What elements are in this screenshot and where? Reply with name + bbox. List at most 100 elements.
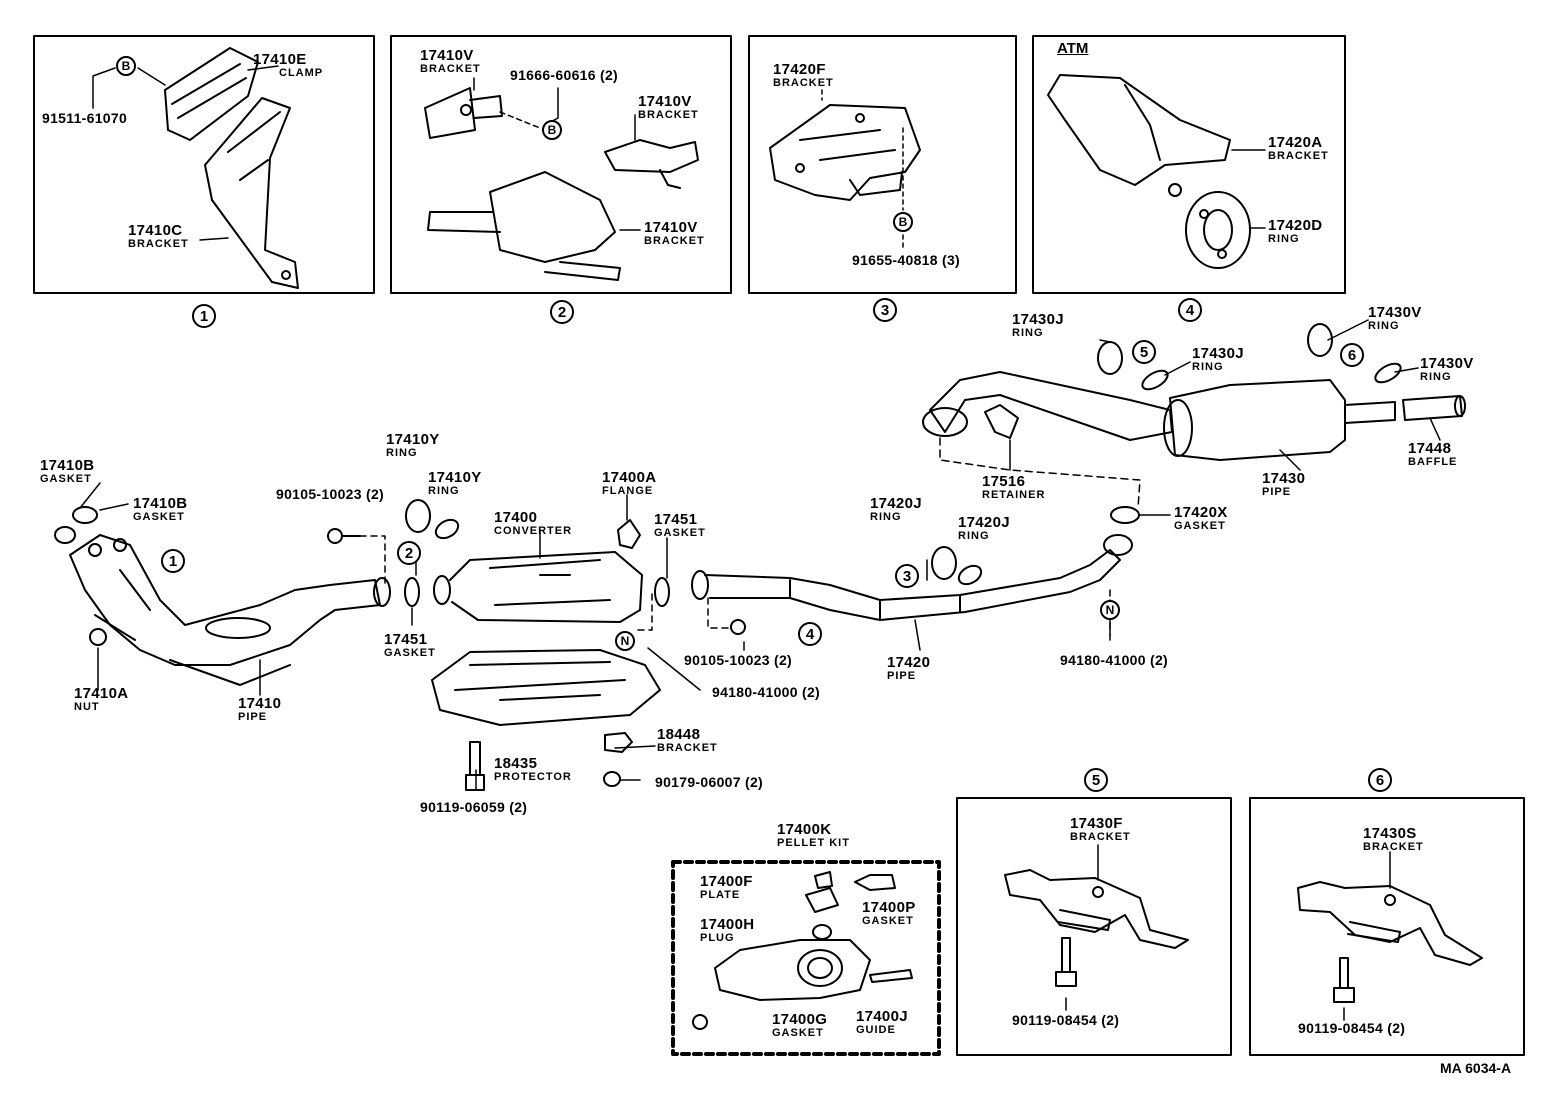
protector-18435-drawing: [431, 649, 661, 726]
panel-1-number: 1: [192, 304, 216, 328]
flange-17400a-drawing: [617, 519, 641, 549]
part-17410c-label: 17410C BRACKET: [128, 222, 189, 250]
panel-6-frame: [1249, 797, 1525, 1056]
ring-17420j-a-drawing: [931, 546, 957, 580]
pellet-kit-frame: [671, 860, 941, 1056]
part-90119-08454-panel6-label: 90119-08454 (2): [1298, 1020, 1406, 1036]
part-17410-pipe-label: 17410 PIPE: [238, 695, 282, 723]
ring-17430j-a-drawing: [1097, 341, 1123, 375]
part-90119-08454-panel5-label: 90119-08454 (2): [1012, 1012, 1120, 1028]
panel-3-number: 3: [873, 298, 897, 322]
part-17400h-plug-label: 17400H PLUG: [700, 916, 755, 944]
panel-4-frame: [1032, 35, 1346, 294]
bolt-marker-b: B: [116, 56, 136, 76]
panel-2-number: 2: [550, 300, 574, 324]
bracket-17430f-drawing: [1004, 869, 1189, 987]
leader-lines-1: [92, 65, 279, 241]
part-17410e-label: 17410E CLAMP: [253, 51, 324, 79]
bracket-18448-drawing: [604, 732, 633, 753]
callout-6-main: 6: [1340, 343, 1364, 367]
part-17430f-bracket-label: 17430F BRACKET: [1070, 815, 1131, 843]
callout-5-main: 5: [1132, 340, 1156, 364]
baffle-17448-drawing: [1402, 395, 1466, 421]
part-17516-retainer-label: 17516 RETAINER: [982, 473, 1046, 501]
converter-17400-drawing: [433, 551, 643, 623]
part-91655-40818-label: 91655-40818 (3): [852, 252, 961, 268]
panel-5-frame: [956, 797, 1232, 1056]
part-17420x-gasket-label: 17420X GASKET: [1174, 504, 1228, 532]
bolt-90105-upper-drawing: [327, 528, 361, 544]
bolt-90105-lower-drawing: [730, 619, 746, 635]
part-17448-baffle-label: 17448 BAFFLE: [1408, 440, 1458, 468]
callout-3-main: 3: [895, 564, 919, 588]
part-94180-41000-left-label: 94180-41000 (2): [712, 684, 821, 700]
callout-4-main: 4: [798, 622, 822, 646]
part-17400g-gasket-label: 17400G GASKET: [772, 1011, 828, 1039]
part-17420d-label: 17420D RING: [1268, 217, 1323, 245]
clamp-17410e-drawing: [164, 47, 259, 141]
part-17430j-ring-b-label: 17430J RING: [1192, 345, 1244, 373]
part-91511-61070-label: 91511-61070: [42, 110, 128, 126]
part-17400j-guide-label: 17400J GUIDE: [856, 1008, 908, 1036]
callout-1-main: 1: [161, 549, 185, 573]
part-17400f-plate-label: 17400F PLATE: [700, 873, 753, 901]
bracket-17420f-drawing: [769, 104, 921, 201]
panel-3-frame: [748, 35, 1017, 294]
part-91666-60616-label: 91666-60616 (2): [510, 67, 619, 83]
ring-17420d-drawing: [1185, 191, 1251, 269]
panel-2-frame: [390, 35, 732, 294]
bracket-17430s-drawing: [1297, 881, 1483, 1003]
part-17451-gasket-a-label: 17451 GASKET: [384, 631, 436, 659]
part-17410y-ring-b-label: 17410Y RING: [428, 469, 482, 497]
leader-lines-main: [79, 319, 1441, 791]
bolt-marker-b: B: [893, 212, 913, 232]
part-17430-pipe-label: 17430 PIPE: [1262, 470, 1306, 498]
leader-lines-2: [473, 77, 641, 231]
drawing-reference: MA 6034-A: [1440, 1060, 1512, 1076]
bracket-17410v-right-drawing: [604, 139, 699, 189]
part-17420-pipe-label: 17420 PIPE: [887, 654, 931, 682]
part-90119-06059-label: 90119-06059 (2): [420, 799, 528, 815]
bracket-17420a-drawing: [1047, 74, 1231, 197]
part-90105-10023-upper-label: 90105-10023 (2): [276, 486, 385, 502]
ring-17420j-b-drawing: [957, 564, 983, 586]
part-17410v-lower-label: 17410V BRACKET: [644, 219, 705, 247]
nut-marker-n-left: N: [615, 631, 635, 651]
part-17420j-ring-b-label: 17420J RING: [958, 514, 1010, 542]
bolt-90119-06059-drawing: [465, 741, 485, 791]
ring-17410y-a-drawing: [405, 499, 431, 533]
bracket-17410v-lower-drawing: [427, 171, 621, 281]
ring-17430v-a-drawing: [1307, 323, 1333, 357]
gaskets-17410b-drawing: [54, 506, 98, 544]
part-17410v-upper-label: 17410V BRACKET: [420, 47, 481, 75]
pipe-17420-drawing: [691, 534, 1133, 621]
gasket-17451-b-drawing: [654, 577, 670, 607]
part-17400k-pellet-kit-label: 17400K PELLET KIT: [777, 821, 850, 849]
ring-17410y-b-drawing: [434, 518, 460, 540]
part-17400p-gasket-label: 17400P GASKET: [862, 899, 916, 927]
part-17420f-label: 17420F BRACKET: [773, 61, 834, 89]
leader-lines-3: [821, 89, 904, 249]
part-17430v-ring-a-label: 17430V RING: [1368, 304, 1422, 332]
part-17410a-label: 17410A NUT: [74, 685, 129, 713]
pellet-kit-drawing: [692, 871, 913, 1030]
panel-4-number: 4: [1178, 298, 1202, 322]
ring-17430v-b-drawing: [1374, 362, 1402, 384]
part-17410v-right-label: 17410V BRACKET: [638, 93, 699, 121]
part-90179-06007-label: 90179-06007 (2): [655, 774, 764, 790]
part-94180-41000-right-label: 94180-41000 (2): [1060, 652, 1169, 668]
gasket-17451-a-drawing: [404, 577, 420, 607]
panel-1-frame: [33, 35, 375, 294]
pipe-17410-drawing: [69, 534, 391, 686]
part-17420j-ring-a-label: 17420J RING: [870, 495, 922, 523]
nut-17410a-drawing: [89, 628, 107, 646]
atm-label: ATM: [1057, 40, 1089, 57]
part-17410y-ring-a-label: 17410Y RING: [386, 431, 440, 459]
part-90105-10023-lower-label: 90105-10023 (2): [684, 652, 793, 668]
part-18448-bracket-label: 18448 BRACKET: [657, 726, 718, 754]
panel-6-number: 6: [1368, 768, 1392, 792]
ring-17430j-b-drawing: [1141, 369, 1169, 391]
part-17430s-bracket-label: 17430S BRACKET: [1363, 825, 1424, 853]
leader-lines-4: [1231, 149, 1266, 229]
